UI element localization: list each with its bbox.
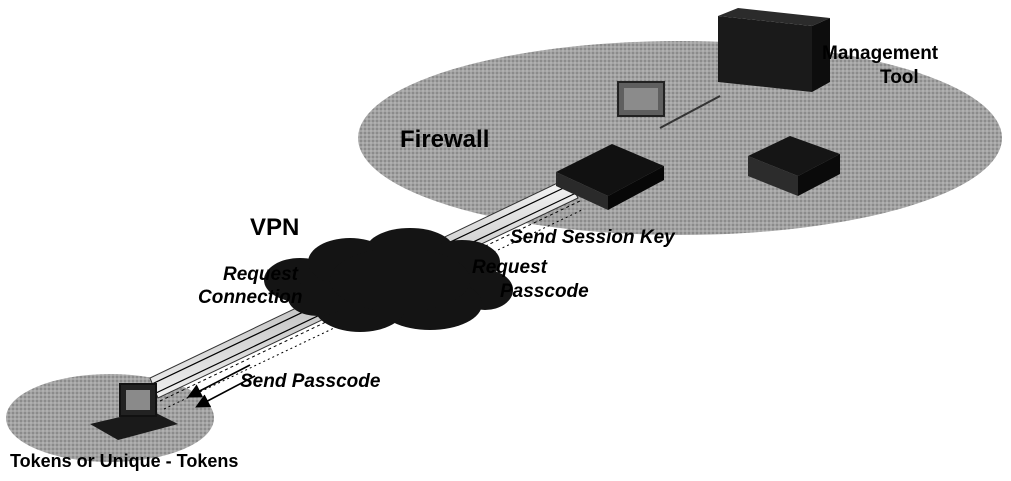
request-passcode-label-line2: Passcode xyxy=(500,281,589,302)
corporate-network-disc xyxy=(358,41,1002,235)
arrow-to-laptop xyxy=(187,364,251,398)
tokens-label: Tokens or Unique - Tokens xyxy=(10,451,239,471)
request-connection-label: Request xyxy=(223,264,298,285)
remote-user-disc xyxy=(6,374,214,462)
firewall-icon xyxy=(556,144,664,210)
cloud-icon xyxy=(264,228,513,332)
arrow-to-laptop-2 xyxy=(195,375,256,408)
management-label: Management xyxy=(822,43,939,64)
send-session-key-label: Send Session Key xyxy=(510,227,675,248)
request-connection-label-line2: Connection xyxy=(198,287,303,308)
server-icon xyxy=(718,8,830,92)
router-icon xyxy=(748,136,840,196)
send-passcode-label: Send Passcode xyxy=(240,371,381,392)
firewall-label: Firewall xyxy=(400,126,490,153)
management-label-line2: Tool xyxy=(880,67,919,88)
vpn-label: VPN xyxy=(250,214,300,241)
laptop-icon xyxy=(90,383,178,440)
request-passcode-label: Request xyxy=(472,257,547,278)
monitor-icon xyxy=(617,81,721,129)
